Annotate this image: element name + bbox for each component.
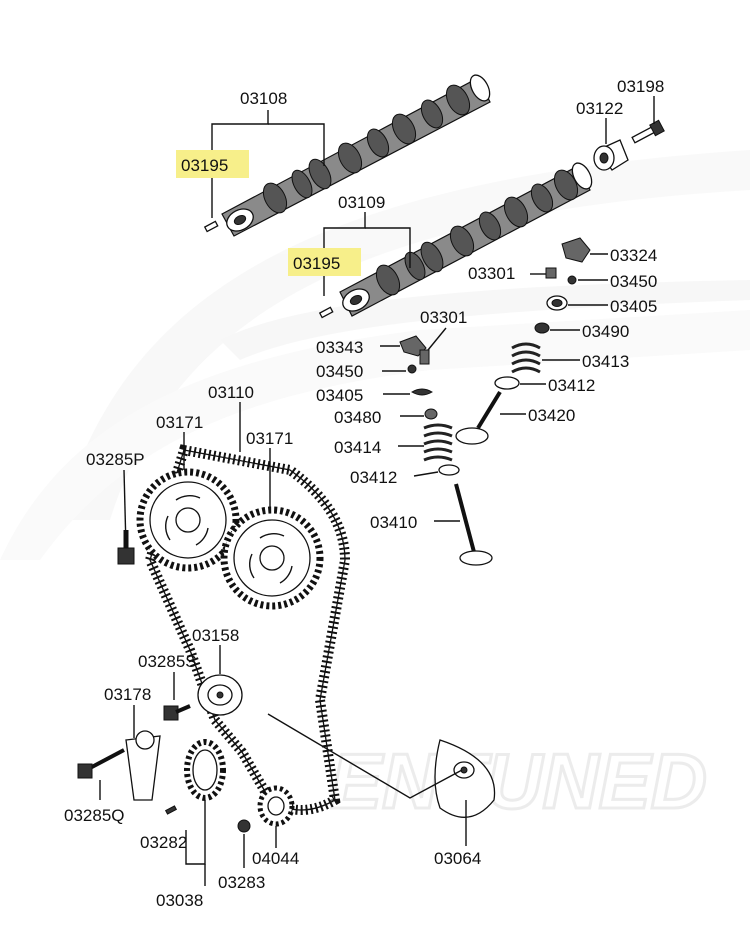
pivot-03450-right [567,275,577,285]
bolt-03198 [631,119,665,144]
idler-pulley-03158 [197,645,243,716]
highlight-03195-b [288,248,361,276]
cover-03064 [267,713,496,818]
label-03420: 03420 [528,406,575,425]
valve-spring-03413 [511,342,541,374]
retainer-03490 [534,322,550,334]
valve-spring-03414 [423,423,453,462]
valve-03420 [455,390,502,445]
seal-03405-left [411,388,433,396]
leader-lines [183,96,655,886]
lash-adjuster-left [419,349,430,365]
label-03198: 03198 [617,77,664,96]
label-03343: 03343 [316,338,363,357]
label-03285S: 03285S [138,652,197,671]
bolt-03285S [163,672,191,721]
bolt-03285Q [77,748,125,800]
rocker-arm-right [561,237,591,263]
label-03301-b: 03301 [420,308,467,327]
label-03413: 03413 [582,352,629,371]
dowel-pin-2 [318,306,334,319]
label-03282: 03282 [140,833,187,852]
spring-seat-03412-right [494,376,520,390]
label-03405-b: 03405 [316,386,363,405]
label-03450-a: 03450 [610,272,657,291]
label-04044: 04044 [252,849,299,868]
label-03195-b: 03195 [293,254,340,273]
label-03412-b: 03412 [350,468,397,487]
label-03285Q: 03285Q [64,806,125,825]
label-03195-a: 03195 [181,156,228,175]
label-03064: 03064 [434,849,481,868]
washer-03283 [237,819,251,833]
cam-sprocket-right [220,506,324,610]
spring-seat-03412-left [438,464,460,476]
label-03171-a: 03171 [156,413,203,432]
part-labels: 03108 03195 03109 03195 03198 03122 0332… [64,77,664,910]
pulley-04044 [257,785,295,827]
label-03324: 03324 [610,246,657,265]
highlight-03195-a [176,150,249,178]
label-03178: 03178 [104,685,151,704]
label-03301-a: 03301 [468,264,515,283]
label-03110: 03110 [208,383,254,402]
label-03405-a: 03405 [610,297,657,316]
label-03038: 03038 [156,891,203,910]
label-03285P: 03285P [86,450,145,469]
retainer-03480 [424,408,438,420]
label-03480: 03480 [334,408,381,427]
dowel-pin-1 [203,220,219,233]
lash-adjuster-right [545,267,557,279]
label-03108: 03108 [240,89,287,108]
cam-sprocket-left [136,468,240,572]
label-03490: 03490 [582,322,629,341]
label-03450-b: 03450 [316,362,363,381]
camshaft-exhaust [339,162,593,317]
label-03158: 03158 [192,626,239,645]
camshaft-intake [221,74,491,237]
label-03283: 03283 [218,873,265,892]
pivot-03450-left [407,364,417,374]
cam-position-sensor [593,139,629,171]
label-03414: 03414 [334,438,381,457]
label-03412-a: 03412 [548,376,595,395]
watermark-swoosh [0,150,750,560]
valve-03410 [454,483,493,566]
label-03122: 03122 [576,99,623,118]
tensioner-03178 [125,705,161,801]
label-03109: 03109 [338,193,385,212]
bolt-03285P [117,469,135,565]
label-03171-b: 03171 [246,429,293,448]
watermark-text: ENTUNED [330,737,707,825]
crank-sprocket [184,739,226,801]
label-03410: 03410 [370,513,417,532]
key-03282 [164,805,178,815]
